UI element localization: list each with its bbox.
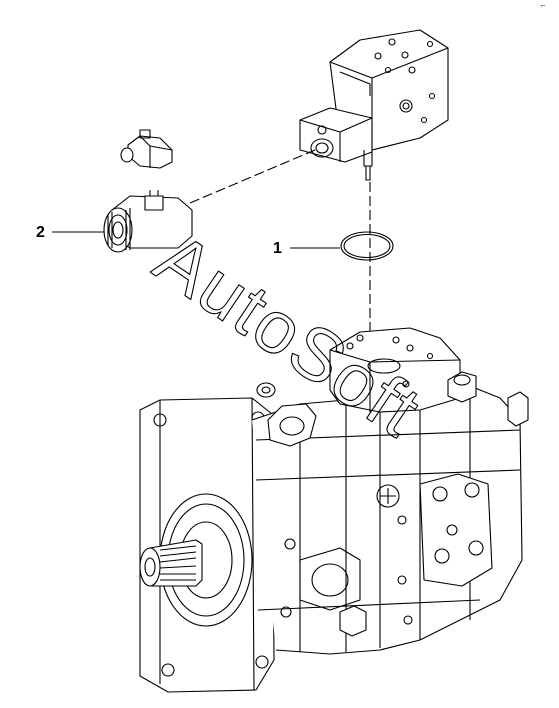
corner-mark: ⌐ xyxy=(540,2,546,10)
solenoid-plug xyxy=(120,129,173,169)
callout-label-1: 1 xyxy=(273,240,282,257)
control-valve-block xyxy=(299,29,449,181)
o-ring xyxy=(340,231,394,261)
hydraulic-pump xyxy=(139,327,529,693)
leader-lines xyxy=(52,231,340,249)
callout-label-2: 2 xyxy=(36,224,45,241)
solenoid-coil xyxy=(103,190,193,253)
assembly-lines xyxy=(189,149,371,340)
